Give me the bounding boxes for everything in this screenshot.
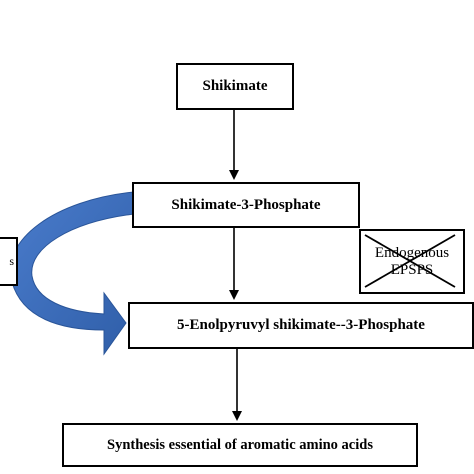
shikimate-3-phosphate-box: Shikimate-3-Phosphate	[132, 182, 360, 228]
left-partial-label: s	[9, 254, 14, 268]
endogenous-epsps-box: Endogenous EPSPS	[359, 229, 465, 294]
synthesis-label: Synthesis essential of aromatic amino ac…	[107, 436, 373, 453]
epsp-label: 5-Enolpyruvyl shikimate--3-Phosphate	[177, 317, 425, 333]
curved-blue-arrow	[9, 191, 135, 356]
cross-out-mark	[364, 233, 455, 288]
left-partial-box: s	[0, 237, 18, 286]
synthesis-box: Synthesis essential of aromatic amino ac…	[62, 423, 418, 467]
shikimate-label: Shikimate	[202, 78, 268, 94]
shikimate-3-phosphate-label: Shikimate-3-Phosphate	[171, 196, 321, 213]
shikimate-box: Shikimate	[176, 63, 294, 110]
epsp-box: 5-Enolpyruvyl shikimate--3-Phosphate	[128, 302, 474, 349]
